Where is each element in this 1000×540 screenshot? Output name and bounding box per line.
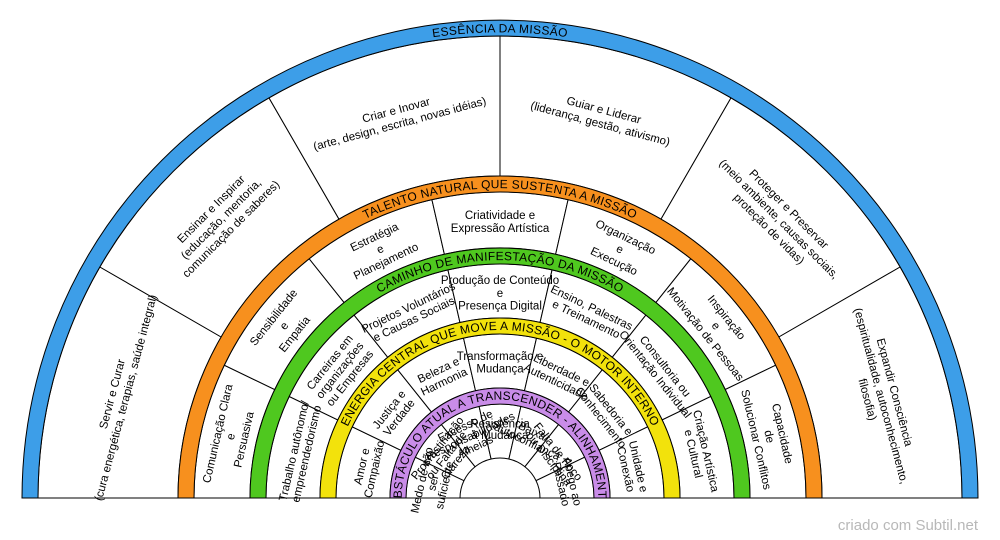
- segments-layer: [37, 35, 963, 499]
- talento-segment-line: de: [761, 429, 776, 444]
- energia-segment-line: Transformação e: [457, 351, 544, 363]
- credit-text: criado com Subtil.net: [837, 517, 978, 534]
- essencia-band-label: ESSÊNCIA DA MISSÃO: [431, 21, 568, 40]
- obstaculo-segment-line: ser: [426, 474, 441, 492]
- caminho-segment-line: e: [497, 288, 503, 300]
- obstaculo-segment-line: Resistência: [470, 418, 530, 430]
- energia-segment-line: Mudança: [476, 364, 524, 376]
- caminho-segment-line: Produção de Conteúdo: [441, 275, 559, 287]
- talento-segment-line: Expressão Artística: [451, 223, 550, 235]
- caminho-segment-line: Presença Digital: [458, 301, 542, 313]
- talento-segment-line: Criatividade e: [465, 210, 535, 222]
- talento-segment-line: e: [225, 432, 238, 441]
- talento-segment-line: e: [375, 243, 386, 257]
- talento-segment-line: e: [614, 243, 625, 257]
- bands-layer: [21, 19, 979, 499]
- obstaculo-segment-line: à Mudança: [472, 430, 530, 442]
